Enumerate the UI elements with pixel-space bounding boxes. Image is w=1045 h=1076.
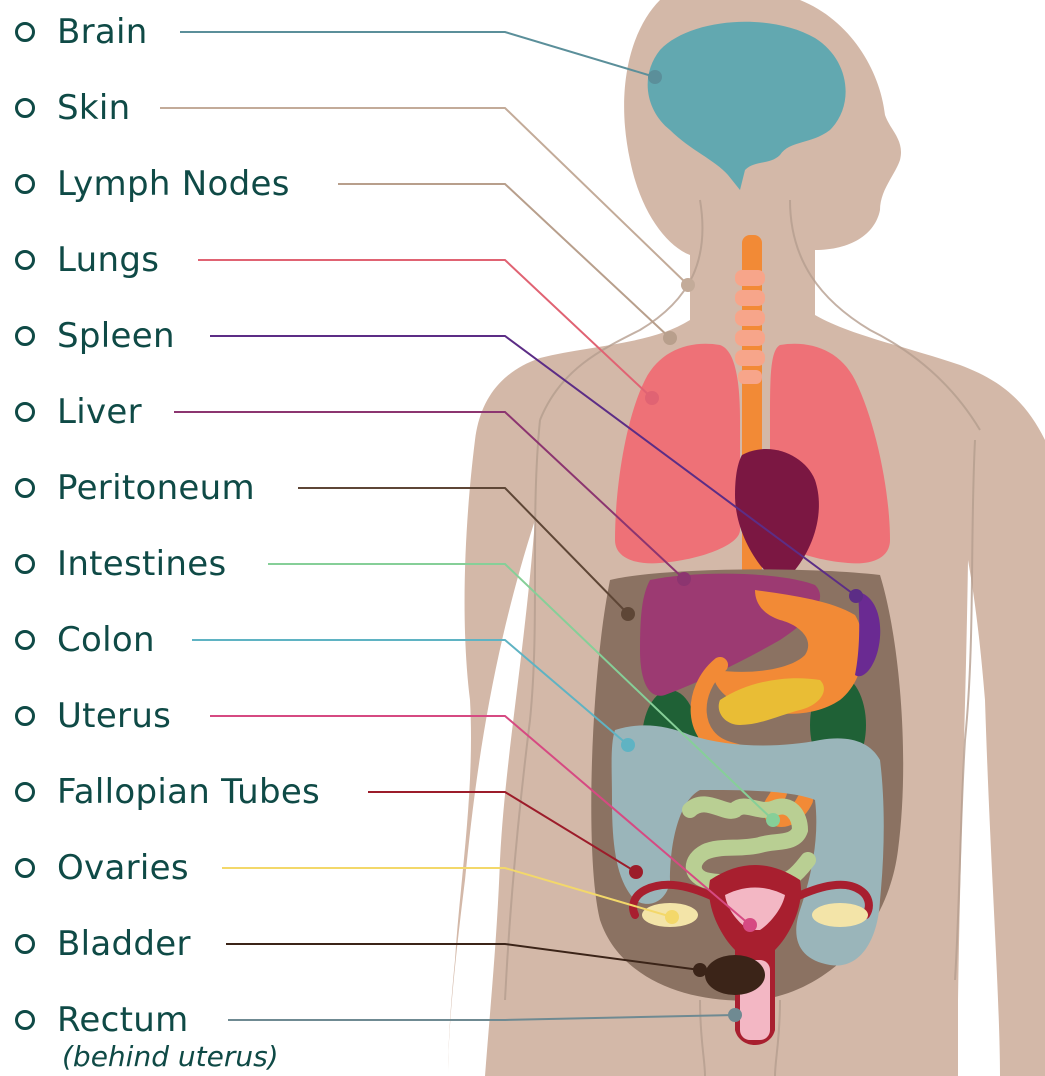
leader-dot-ovaries xyxy=(665,910,679,924)
leader-dot-brain xyxy=(648,70,662,84)
radio-button[interactable] xyxy=(15,782,35,802)
radio-button[interactable] xyxy=(15,22,35,42)
label-colon[interactable]: Colon xyxy=(0,620,155,660)
ovary-right xyxy=(812,903,868,927)
label-text: Bladder xyxy=(57,924,191,964)
radio-button[interactable] xyxy=(15,858,35,878)
label-spleen[interactable]: Spleen xyxy=(0,316,175,356)
label-text: Fallopian Tubes xyxy=(57,772,320,812)
label-ovaries[interactable]: Ovaries xyxy=(0,848,189,888)
label-brain[interactable]: Brain xyxy=(0,12,148,52)
radio-button[interactable] xyxy=(15,478,35,498)
label-intestines[interactable]: Intestines xyxy=(0,544,227,584)
radio-button[interactable] xyxy=(15,326,35,346)
label-text: Spleen xyxy=(57,316,175,356)
label-text: Liver xyxy=(57,392,142,432)
label-fallopian-tubes[interactable]: Fallopian Tubes xyxy=(0,772,320,812)
radio-button[interactable] xyxy=(15,706,35,726)
leader-dot-liver xyxy=(677,572,691,586)
radio-button[interactable] xyxy=(15,174,35,194)
leader-line-brain xyxy=(180,32,655,77)
label-text: Intestines xyxy=(57,544,227,584)
leader-dot-lymph-nodes xyxy=(663,331,677,345)
label-lungs[interactable]: Lungs xyxy=(0,240,159,280)
label-text: Brain xyxy=(57,12,148,52)
radio-button[interactable] xyxy=(15,1010,35,1030)
leader-dot-lungs xyxy=(645,391,659,405)
label-text: Rectum xyxy=(57,1000,189,1040)
label-lymph-nodes[interactable]: Lymph Nodes xyxy=(0,164,290,204)
leader-dot-skin xyxy=(681,278,695,292)
label-uterus[interactable]: Uterus xyxy=(0,696,171,736)
label-text: Lungs xyxy=(57,240,159,280)
label-rectum[interactable]: Rectum xyxy=(0,1000,189,1040)
label-text: Lymph Nodes xyxy=(57,164,290,204)
radio-button[interactable] xyxy=(15,554,35,574)
bladder xyxy=(705,955,765,995)
leader-dot-spleen xyxy=(849,589,863,603)
label-text: Colon xyxy=(57,620,155,660)
leader-dot-intestines xyxy=(766,813,780,827)
label-text: Ovaries xyxy=(57,848,189,888)
leader-dot-bladder xyxy=(693,963,707,977)
label-text: Peritoneum xyxy=(57,468,255,508)
label-skin[interactable]: Skin xyxy=(0,88,130,128)
label-peritoneum[interactable]: Peritoneum xyxy=(0,468,255,508)
radio-button[interactable] xyxy=(15,98,35,118)
label-text: Uterus xyxy=(57,696,171,736)
radio-button[interactable] xyxy=(15,630,35,650)
rectum-note: (behind uterus) xyxy=(62,1040,279,1073)
radio-button[interactable] xyxy=(15,402,35,422)
label-bladder[interactable]: Bladder xyxy=(0,924,191,964)
leader-dot-colon xyxy=(621,738,635,752)
label-liver[interactable]: Liver xyxy=(0,392,142,432)
leader-dot-peritoneum xyxy=(621,607,635,621)
leader-dot-fallopian-tubes xyxy=(629,865,643,879)
radio-button[interactable] xyxy=(15,250,35,270)
label-text: Skin xyxy=(57,88,130,128)
leader-dot-uterus xyxy=(743,918,757,932)
radio-button[interactable] xyxy=(15,934,35,954)
leader-dot-rectum xyxy=(728,1008,742,1022)
